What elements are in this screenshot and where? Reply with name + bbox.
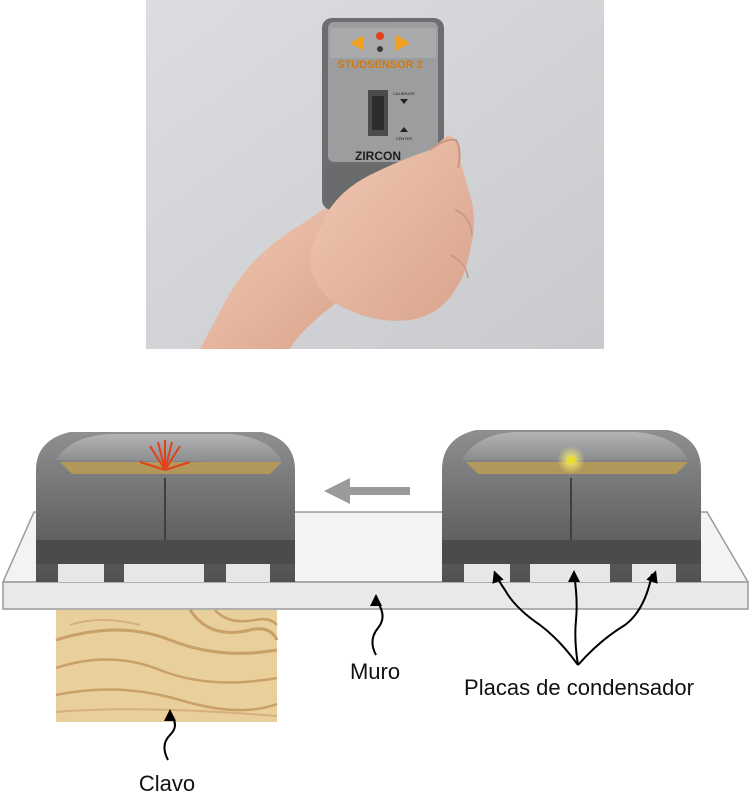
right-arrow-indicator (396, 35, 410, 51)
move-left-arrow (324, 478, 410, 504)
stud-sensor-right (442, 430, 701, 582)
device-brand-text: ZIRCON (355, 149, 401, 163)
red-detection-burst (139, 440, 191, 471)
red-led (376, 32, 384, 40)
right-plate-2 (530, 564, 610, 582)
photo-hand (310, 135, 474, 321)
stud-sensor-left (36, 432, 295, 582)
device-small-label-1: CALIBRATE (393, 91, 415, 96)
device-model-text: STUDSENSOR 2 (337, 59, 423, 71)
left-plate-3 (226, 564, 270, 582)
photo-panel: STUDSENSOR 2 CALIBRATE CENTER ZIRCON (146, 0, 604, 349)
label-stud: Clavo (139, 771, 195, 796)
left-plate-1 (58, 564, 104, 582)
left-plate-2 (124, 564, 204, 582)
left-arrow-indicator (350, 35, 364, 51)
label-capacitor-plates: Placas de condensador (464, 675, 694, 700)
stud-pointer-arrow (163, 709, 176, 761)
label-wall: Muro (350, 659, 400, 684)
wall-pointer-arrow (370, 594, 384, 656)
device-small-label-2: CENTER (396, 136, 413, 141)
stud-wood-block (55, 609, 279, 722)
